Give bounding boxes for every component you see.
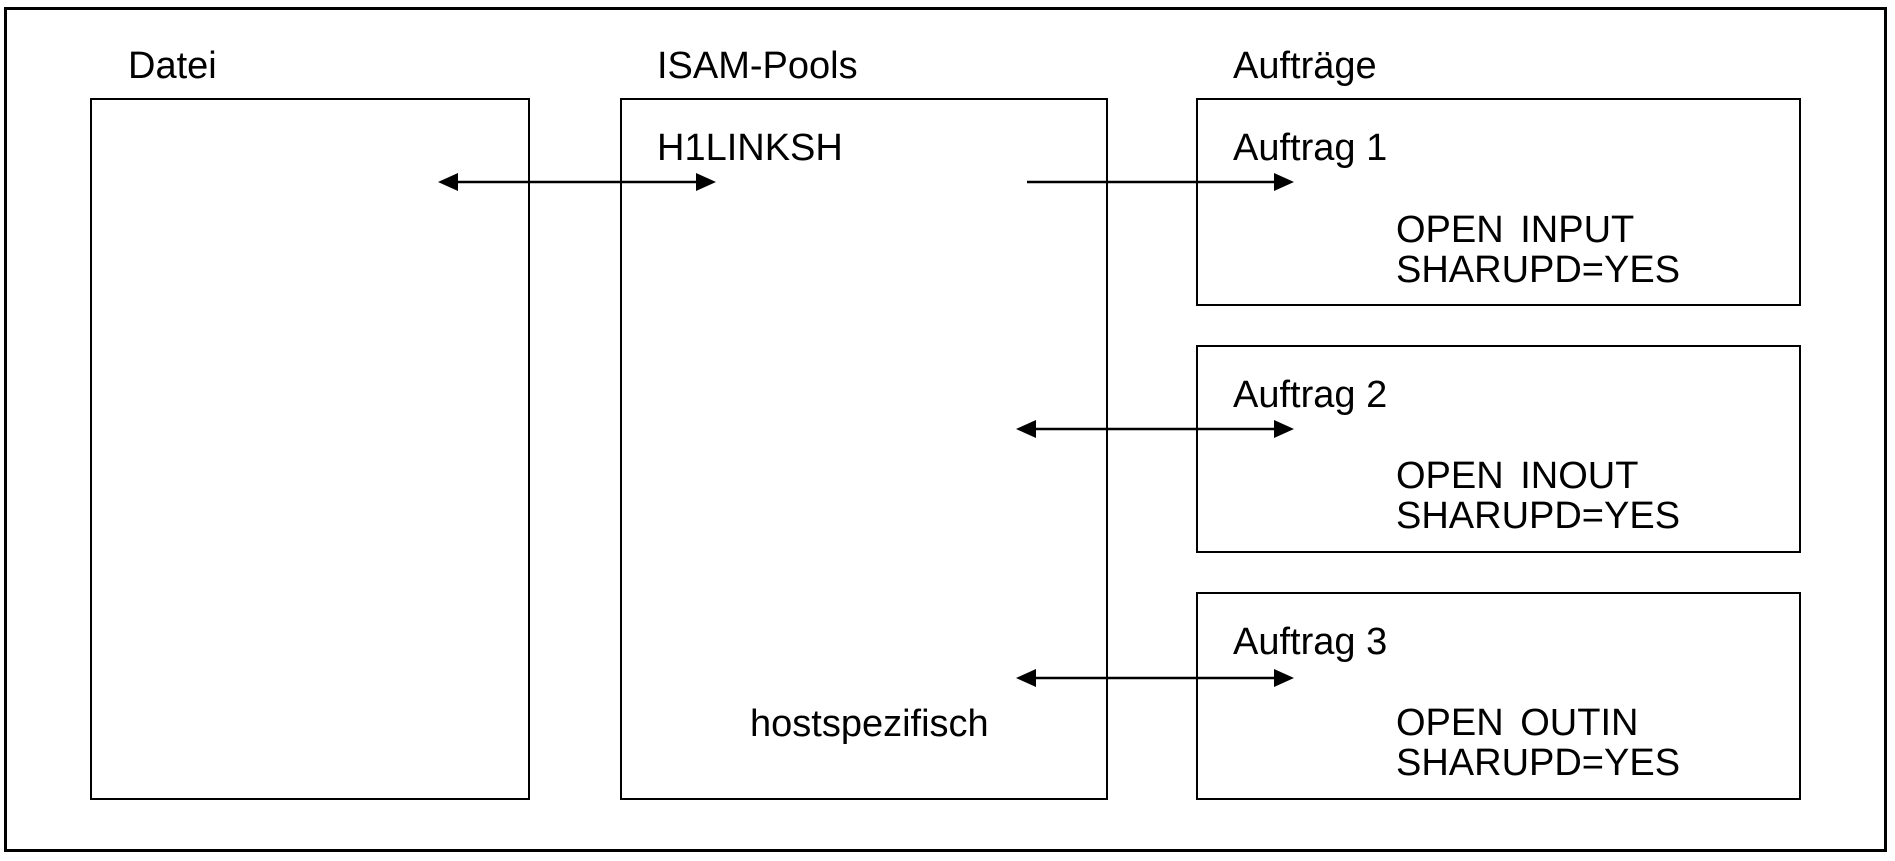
- job-2-sharupd: SHARUPD=YES: [1396, 495, 1681, 537]
- job-1-open-mode: OPEN INPUT: [1396, 209, 1635, 251]
- job-1-sharupd: SHARUPD=YES: [1396, 249, 1681, 291]
- job-2-label: Auftrag 2: [1233, 374, 1388, 416]
- arrow-file-to-pool: [438, 173, 716, 191]
- heading-isam-pools: ISAM-Pools: [657, 45, 858, 87]
- job-2-open-mode: OPEN INOUT: [1396, 455, 1639, 497]
- file-box: [90, 98, 530, 800]
- heading-file: Datei: [128, 45, 217, 87]
- job-3-sharupd: SHARUPD=YES: [1396, 742, 1681, 784]
- job-box-1: [1196, 98, 1801, 306]
- pool-scope: hostspezifisch: [750, 703, 989, 745]
- arrow-pool-to-job-1: [1027, 173, 1294, 191]
- diagram-frame: [4, 7, 1887, 852]
- job-3-open-mode: OPEN OUTIN: [1396, 702, 1639, 744]
- job-3-label: Auftrag 3: [1233, 621, 1388, 663]
- job-box-2: [1196, 345, 1801, 553]
- isam-pool-box: [620, 98, 1108, 800]
- job-1-label: Auftrag 1: [1233, 127, 1388, 169]
- heading-jobs: Aufträge: [1233, 45, 1377, 87]
- arrow-pool-to-job-2: [1016, 420, 1294, 438]
- pool-name: H1LINKSH: [657, 127, 843, 169]
- arrow-pool-to-job-3: [1016, 669, 1294, 687]
- job-box-3: [1196, 592, 1801, 800]
